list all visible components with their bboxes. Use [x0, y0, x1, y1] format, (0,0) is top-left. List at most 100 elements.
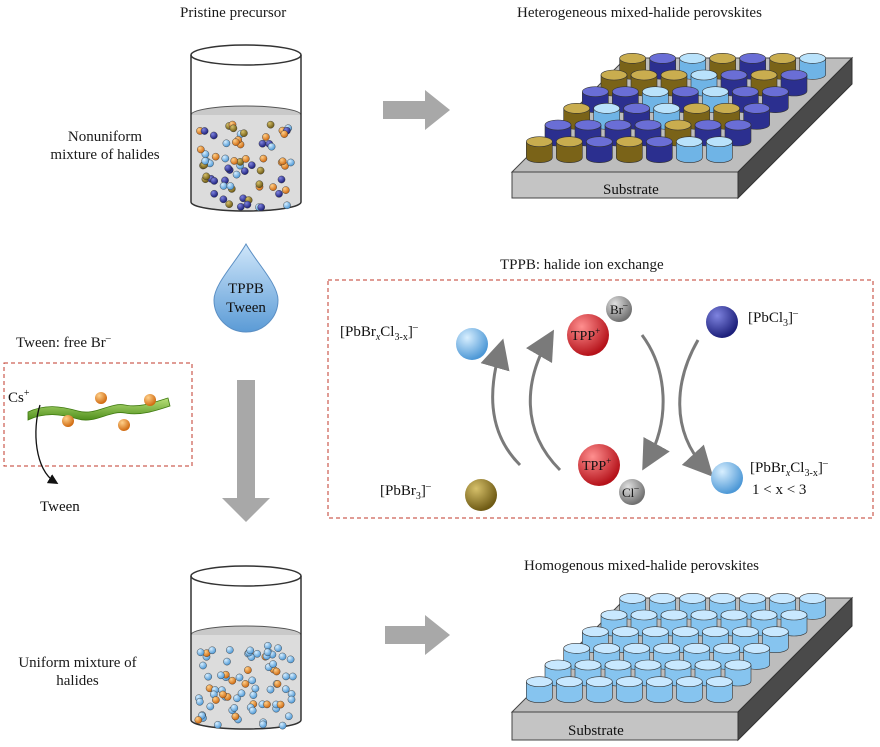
- perovskite-crystal: [706, 676, 733, 703]
- mixed-halide-label-right: [PbBrxCl3-x]–: [750, 458, 829, 479]
- halide-particle: [225, 200, 233, 208]
- halide-particle: [251, 684, 260, 693]
- halide-particle: [230, 157, 238, 165]
- halide-particle: [209, 131, 218, 140]
- halide-particle: [259, 720, 267, 729]
- halide-particle: [206, 702, 215, 711]
- halide-particle: [272, 667, 281, 676]
- uniform-label-line2: halides: [56, 673, 99, 689]
- halide-particle: [221, 154, 230, 163]
- mixed-halide-ion-right: [711, 462, 743, 494]
- halide-particle: [255, 180, 264, 188]
- nonuniform-label-line2: mixture of halides: [50, 147, 160, 163]
- tpp-cation-top: [567, 314, 609, 356]
- br-ion: [606, 296, 632, 322]
- halide-particle: [244, 666, 252, 674]
- halide-particle: [256, 166, 265, 175]
- tween-chain: [27, 397, 171, 421]
- halide-particle: [195, 698, 204, 706]
- halide-particle: [246, 646, 254, 655]
- cs-ion: [62, 415, 74, 427]
- top-right-arrow: [383, 90, 450, 130]
- perovskite-crystal: [616, 136, 643, 163]
- tween-release-arrow: [35, 404, 59, 485]
- halide-particle: [194, 716, 203, 724]
- halide-particle: [237, 689, 246, 698]
- halide-particle: [202, 172, 211, 181]
- halide-particle: [282, 672, 290, 681]
- halide-particle: [263, 700, 271, 709]
- halide-particle: [281, 685, 290, 694]
- halide-particle: [201, 157, 209, 165]
- halide-particle: [266, 685, 275, 694]
- top-halide-particles: [196, 120, 295, 211]
- bottom-substrate: [510, 593, 854, 742]
- cs-ion: [95, 392, 107, 404]
- exchange-arrow-right-outer: [678, 339, 714, 477]
- exchange-arrow-left-inner: [526, 329, 562, 472]
- halide-particle: [243, 200, 252, 209]
- halide-particle: [232, 170, 241, 179]
- halide-particle: [196, 648, 205, 657]
- halide-particle: [249, 691, 258, 699]
- tpp-label-top: TPP+: [571, 326, 600, 344]
- halide-particle: [231, 712, 240, 721]
- perovskite-crystal: [676, 676, 703, 703]
- halide-particle: [199, 661, 207, 670]
- pbcl3-label: [PbCl3]–: [748, 308, 799, 329]
- halide-particle: [247, 161, 256, 169]
- halide-particle: [274, 644, 282, 653]
- halide-particle: [269, 660, 277, 668]
- halide-particle: [257, 203, 266, 211]
- halide-particle: [258, 139, 267, 148]
- halide-particle: [281, 186, 290, 194]
- halide-particle: [287, 695, 296, 704]
- perovskite-crystal: [586, 676, 613, 703]
- halide-particle: [278, 157, 287, 166]
- halide-particle: [263, 642, 272, 650]
- drop-label-line1: TPPB: [228, 281, 264, 297]
- halide-particle: [288, 672, 297, 681]
- pbcl3-ion: [706, 306, 738, 338]
- perovskite-crystal: [616, 676, 643, 703]
- halide-particle: [229, 124, 238, 133]
- tween-box: Cs+: [3, 362, 193, 485]
- nonuniform-label-line1: Nonuniform: [67, 129, 143, 145]
- halide-particle: [225, 646, 234, 654]
- halide-particle: [266, 120, 275, 129]
- halide-particle: [219, 195, 228, 204]
- bottom-halide-particles: [194, 642, 297, 730]
- halide-particle: [276, 700, 285, 709]
- halide-particle: [226, 182, 235, 190]
- halide-particle: [278, 721, 287, 730]
- halide-particle: [283, 201, 291, 210]
- pbbr3-label: [PbBr3]–: [380, 481, 432, 502]
- halide-particle: [273, 680, 282, 688]
- exchange-title: TPPB: halide ion exchange: [500, 257, 664, 273]
- halide-particle: [230, 704, 239, 712]
- cs-label: Cs+: [8, 388, 30, 406]
- perovskite-crystal: [586, 136, 613, 163]
- cs-ion: [118, 419, 130, 431]
- halide-particle: [204, 672, 212, 681]
- exchange-arrow-right-inner: [640, 334, 670, 471]
- perovskite-crystal: [556, 136, 583, 163]
- halide-particle: [259, 154, 268, 163]
- halide-particle: [210, 189, 218, 198]
- pbbr3-ion: [465, 479, 497, 511]
- ion-exchange-box: TPP+ TPP+ Br– Cl– [PbBrxCl3-x]– [PbBr3]–…: [327, 279, 874, 519]
- halide-particle: [275, 189, 283, 198]
- halide-particle: [235, 673, 244, 682]
- halide-particle: [200, 127, 209, 135]
- halide-particle: [222, 139, 231, 148]
- top-substrate: [510, 53, 854, 200]
- halide-particle: [284, 712, 293, 721]
- halide-particle: [228, 676, 237, 685]
- halide-particle: [213, 721, 222, 729]
- perovskite-crystal: [556, 676, 583, 703]
- halide-particle: [262, 133, 270, 141]
- perovskite-crystal: [676, 136, 703, 163]
- cl-ion: [619, 479, 645, 505]
- halide-particle: [219, 690, 227, 699]
- halide-particle: [231, 138, 240, 146]
